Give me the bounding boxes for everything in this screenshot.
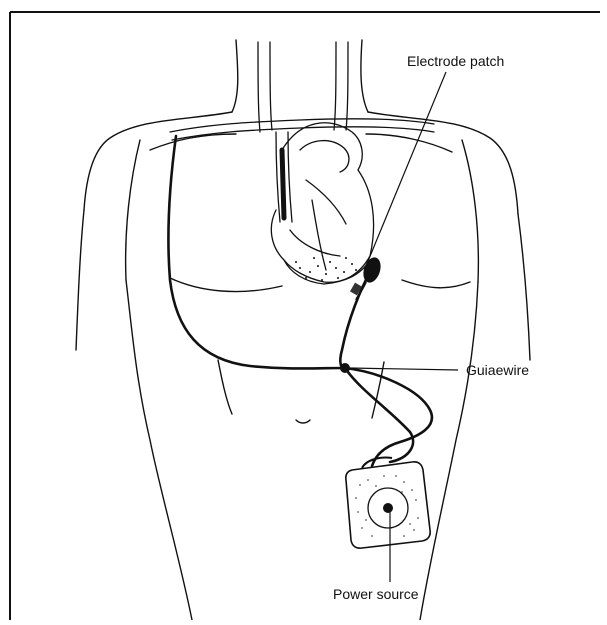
guidewire-node: [340, 363, 350, 373]
torso-outline: [76, 40, 530, 620]
label-power-source: Power source: [333, 586, 419, 602]
label-guidewire: Guiaewire: [466, 362, 529, 378]
heart-and-vessels: [170, 42, 434, 284]
frame-border: [10, 12, 600, 620]
svc-lead: [282, 150, 284, 218]
label-electrode-patch: Electrode patch: [407, 53, 504, 69]
power-source-device: [346, 457, 430, 548]
lead-wire: [168, 136, 432, 466]
